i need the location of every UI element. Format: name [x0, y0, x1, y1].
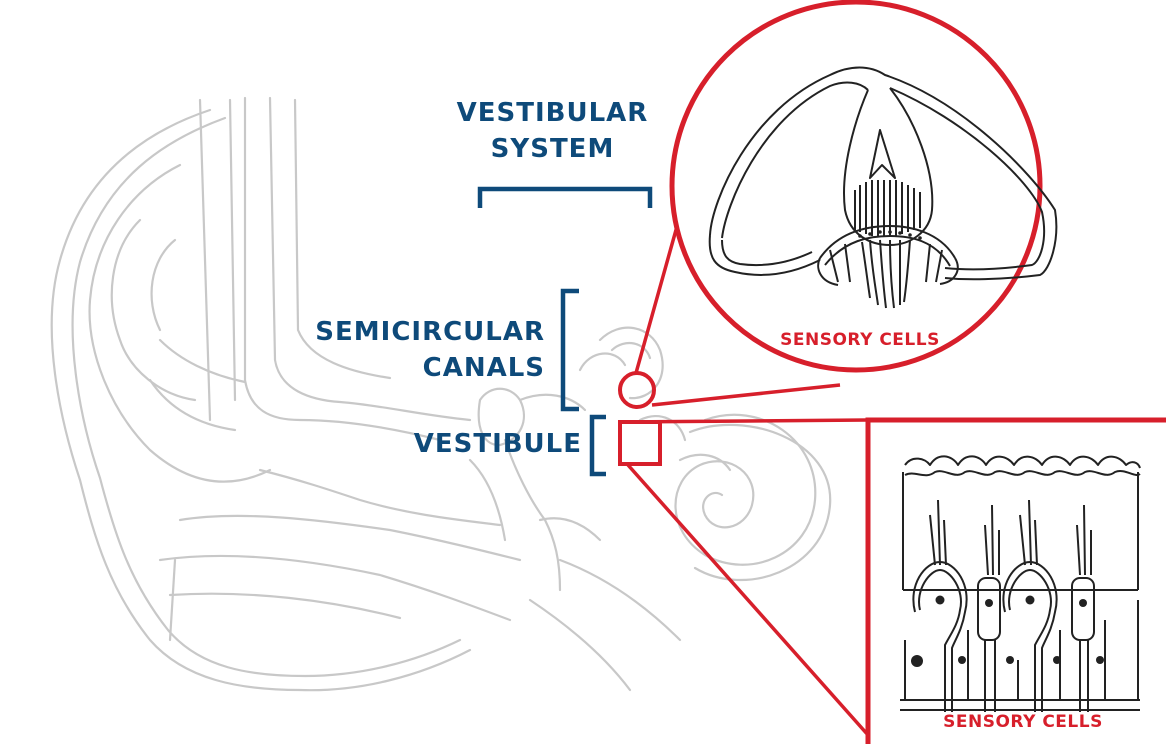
crista-zoom-circle [672, 2, 1040, 370]
circle-sensory-cells-label: SENSORY CELLS [760, 330, 960, 350]
semicircular-canals-label-line2: CANALS [280, 350, 545, 386]
semicircular-canals-bracket [563, 291, 579, 409]
vestibule-marker [620, 422, 660, 464]
vestibular-system-bracket [480, 189, 650, 208]
semicircular-canals-label: SEMICIRCULAR CANALS [280, 314, 545, 386]
vestibule-bracket [592, 417, 606, 474]
vestibular-system-label-line2: SYSTEM [440, 131, 665, 167]
vestibule-label: VESTIBULE [360, 426, 582, 462]
vestibular-system-label: VESTIBULAR SYSTEM [440, 95, 665, 167]
box-sensory-cells-label: SENSORY CELLS [905, 712, 1141, 732]
vestibular-system-label-line1: VESTIBULAR [440, 95, 665, 131]
semicircular-canals-label-line1: SEMICIRCULAR [280, 314, 545, 350]
semicircular-canals-marker [620, 373, 654, 407]
